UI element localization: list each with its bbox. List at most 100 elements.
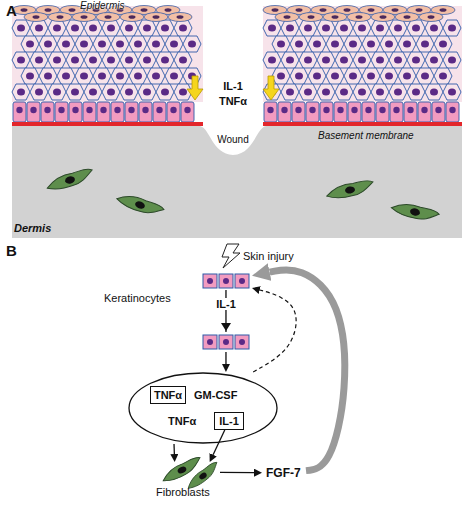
cell-nucleus [152, 73, 160, 80]
spinous-cell [129, 36, 147, 52]
cell-nucleus [21, 8, 28, 12]
cell-nucleus [17, 25, 25, 32]
cell-nucleus [340, 25, 348, 32]
fibroblast-cell [45, 168, 95, 193]
keratinocyte-cell [235, 274, 249, 288]
spinous-cell [299, 20, 317, 36]
cell-nucleus [304, 89, 312, 96]
cell-nucleus [403, 41, 411, 48]
cell-nucleus [356, 15, 363, 19]
spinous-cell [317, 84, 335, 100]
cell-nucleus [100, 107, 106, 113]
spinous-cell [102, 52, 120, 68]
basal-cell [446, 102, 459, 122]
spinous-cell [174, 52, 192, 68]
spinous-cell [299, 52, 317, 68]
spinous-cell [39, 68, 57, 84]
keratinocyte-cells [203, 274, 249, 288]
cell-nucleus [284, 15, 291, 19]
keratinocyte-cell [235, 335, 249, 349]
cell-nucleus [143, 25, 151, 32]
cell-nucleus [45, 8, 52, 12]
spinous-cell [165, 68, 183, 84]
cell-nucleus [161, 57, 169, 64]
cell-nucleus [277, 41, 285, 48]
cell-nucleus [141, 8, 148, 12]
cell-nucleus [358, 57, 366, 64]
spinous-cell [353, 52, 371, 68]
cell-nucleus [448, 89, 456, 96]
cell-nucleus [308, 15, 315, 19]
dermis [12, 126, 462, 238]
spinous-cell [407, 84, 425, 100]
node-label: FGF-7 [266, 465, 301, 481]
cell-nucleus [337, 107, 343, 113]
spinous-cell [156, 52, 174, 68]
basal-cell [13, 102, 26, 122]
cell-nucleus [376, 89, 384, 96]
cell-nucleus [44, 73, 52, 80]
cell-nucleus [33, 15, 40, 19]
cytokine-box: TNFα [150, 386, 186, 404]
signal-arrow [213, 430, 225, 455]
spinous-cell [344, 68, 362, 84]
cell-nucleus [125, 25, 133, 32]
cell-nucleus [421, 107, 427, 113]
node-label: TNFα [168, 412, 196, 430]
spinous-cell [21, 68, 39, 84]
spinous-cell [66, 20, 84, 36]
edge-label: IL-1 [214, 298, 238, 310]
fibroblast-body [390, 200, 440, 225]
signal-arrow [220, 472, 254, 474]
spinous-cell [120, 20, 138, 36]
cell-nucleus [421, 73, 429, 80]
cell-nucleus [332, 15, 339, 19]
cell-nucleus [304, 25, 312, 32]
spinous-cell [138, 52, 156, 68]
basal-cell [69, 102, 82, 122]
cell-nucleus [368, 8, 375, 12]
cell-nucleus [448, 25, 456, 32]
basal-cell [139, 102, 152, 122]
spinous-cell [183, 36, 201, 52]
basal-cell [153, 102, 166, 122]
basement-membrane [263, 122, 462, 126]
cell-nucleus [439, 73, 447, 80]
annotation-label: TNFα [219, 95, 247, 107]
cell-nucleus [81, 15, 88, 19]
growth-factor: FGF-7 [262, 465, 306, 481]
cytokine-ellipse: GM-CSFTNFαTNFαIL-1 [128, 372, 278, 444]
spinous-cell [299, 84, 317, 100]
squamous-cell [275, 13, 299, 22]
keratinocyte-cell [219, 335, 233, 349]
spinous-cell [263, 52, 281, 68]
spinous-cell [443, 20, 461, 36]
ellipse-shape [129, 373, 277, 443]
cell-nucleus [80, 41, 88, 48]
node-label: Keratinocytes [104, 292, 171, 304]
squamous-cell [144, 13, 168, 22]
cell-nucleus [143, 57, 151, 64]
cell-nucleus [412, 25, 420, 32]
squamous-cell [323, 13, 347, 22]
node-label: GM-CSF [194, 386, 237, 404]
spinous-cell [93, 68, 111, 84]
spinous-cell [138, 84, 156, 100]
cell-nucleus [17, 89, 25, 96]
spinous-cell [317, 20, 335, 36]
cell-nucleus [170, 41, 178, 48]
basal-cell [376, 102, 389, 122]
cell-nucleus [340, 57, 348, 64]
cell-nucleus [268, 25, 276, 32]
cell-nucleus [376, 57, 384, 64]
cell-nucleus [107, 25, 115, 32]
cell-nucleus [71, 25, 79, 32]
fibroblast-group: Fibroblasts [160, 462, 220, 482]
cell-nucleus [207, 339, 213, 345]
cell-nucleus [393, 107, 399, 113]
cell-nucleus [349, 41, 357, 48]
cell-nucleus [69, 8, 76, 12]
cell-nucleus [89, 57, 97, 64]
spinous-cell [84, 84, 102, 100]
cell-nucleus [322, 57, 330, 64]
